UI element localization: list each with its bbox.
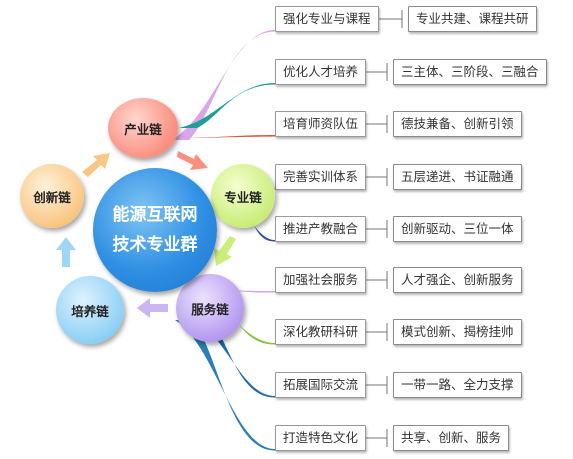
desc-bracket-8 <box>366 429 388 447</box>
node-peiyang: 培养链 <box>56 276 124 344</box>
branch-label-7: 拓展国际交流 <box>275 372 367 398</box>
branch-desc-5: 人才强企、创新服务 <box>393 267 522 293</box>
branch-desc-8: 共享、创新、服务 <box>393 425 510 451</box>
branch-label-5: 加强社会服务 <box>275 267 367 293</box>
node-chuangxin: 创新链 <box>20 164 84 228</box>
branch-desc-3: 五层递进、书证融通 <box>393 164 522 190</box>
branch-label-8: 打造特色文化 <box>275 425 367 451</box>
arrow-peiyang-to-chuangxin-icon <box>56 237 76 267</box>
branch-link-2 <box>186 135 275 138</box>
node-fuwu: 服务链 <box>176 274 244 342</box>
branch-label-6: 深化教研科研 <box>275 319 367 345</box>
desc-bracket-2 <box>366 115 388 133</box>
branch-link-0 <box>171 30 275 140</box>
desc-bracket-7 <box>366 376 388 394</box>
center-title-line1: 能源互联网 <box>112 205 198 225</box>
desc-bracket-4 <box>366 220 388 238</box>
branch-desc-6: 模式创新、揭榜挂帅 <box>393 319 522 345</box>
branch-desc-0: 专业共建、课程共研 <box>408 6 537 32</box>
arrow-fuwu-to-peiyang-icon <box>137 298 168 318</box>
center-title-line2: 技术专业群 <box>112 235 198 255</box>
desc-bracket-1 <box>366 63 388 81</box>
arrow-chuangxin-to-chanye-icon <box>82 153 110 177</box>
desc-bracket-3 <box>366 168 388 186</box>
branch-label-4: 推进产教融合 <box>275 216 367 242</box>
branch-link-8 <box>175 320 275 451</box>
arrow-zhuanye-to-fuwu-icon <box>214 236 236 266</box>
center-node: 能源互联网 技术专业群 <box>93 168 217 292</box>
desc-bracket-6 <box>366 323 388 341</box>
branch-label-2: 培育师资队伍 <box>275 111 367 137</box>
arrow-chanye-to-zhuanye-icon <box>177 151 208 170</box>
node-chanye: 产业链 <box>108 98 178 158</box>
branch-desc-1: 三主体、三阶段、三融合 <box>393 59 547 85</box>
branch-label-1: 优化人才培养 <box>275 59 367 85</box>
branch-desc-7: 一带一路、全力支撑 <box>393 372 522 398</box>
branch-label-0: 强化专业与课程 <box>275 6 379 32</box>
branch-desc-2: 德技兼备、创新引领 <box>393 111 522 137</box>
branch-label-3: 完善实训体系 <box>275 164 367 190</box>
desc-bracket-5 <box>366 271 388 289</box>
branch-desc-4: 创新驱动、三位一体 <box>393 216 522 242</box>
node-zhuanye: 专业链 <box>211 164 275 228</box>
desc-bracket-0 <box>379 10 403 28</box>
